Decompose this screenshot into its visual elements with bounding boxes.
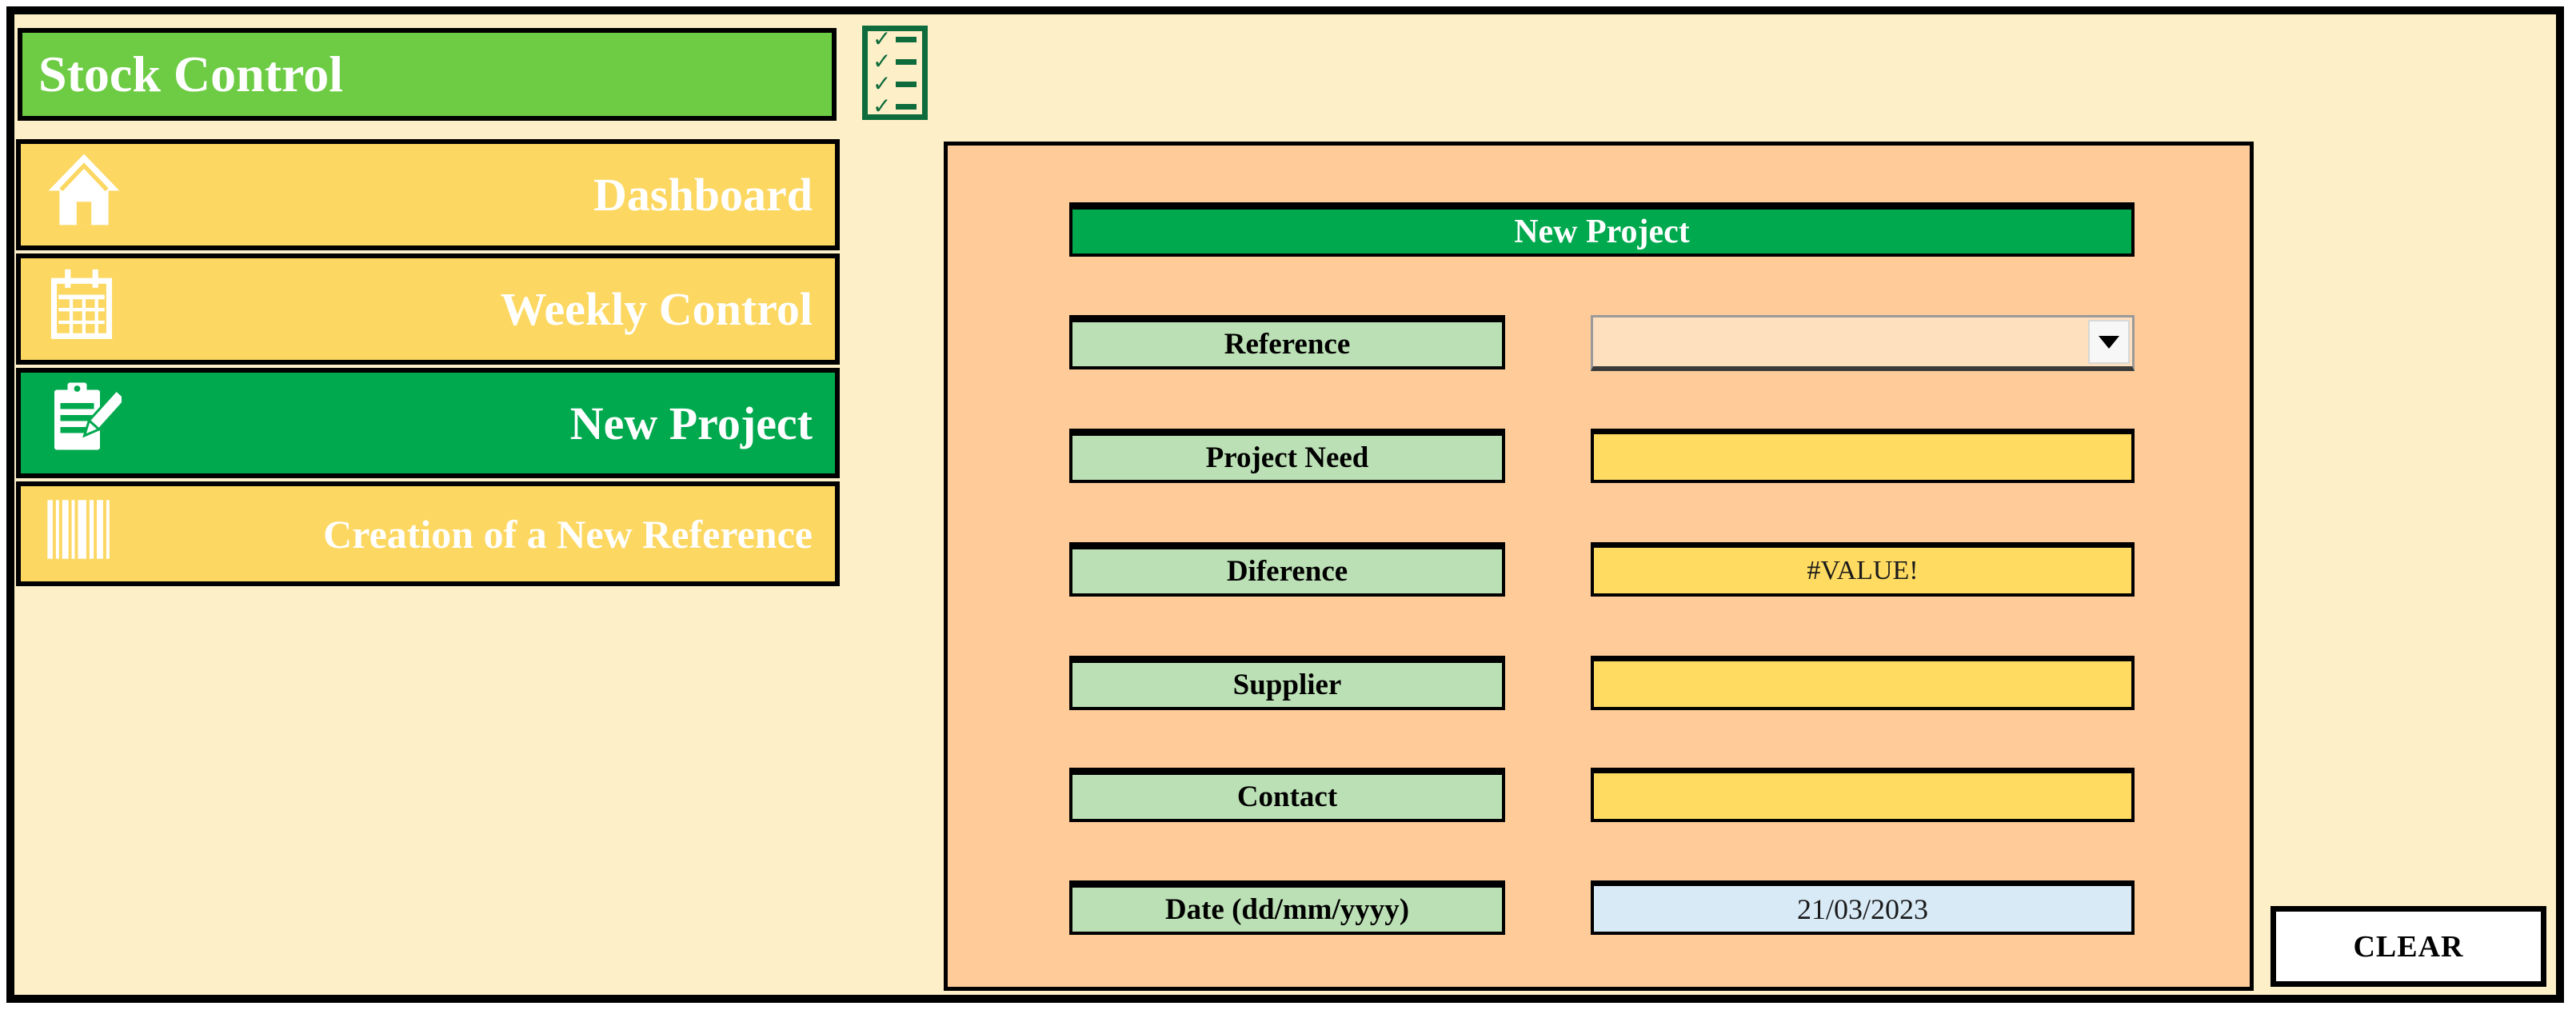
app-title: Stock Control bbox=[18, 28, 837, 121]
home-icon bbox=[45, 150, 123, 240]
reference-label: Reference bbox=[1069, 315, 1505, 369]
check-dash bbox=[896, 103, 917, 110]
check-glyph: ✓ bbox=[873, 48, 892, 74]
sidebar-item-new-project[interactable]: New Project bbox=[16, 368, 840, 478]
checklist-icon: ✓ ✓ ✓ ✓ bbox=[862, 26, 928, 120]
contact-input[interactable] bbox=[1591, 768, 2135, 822]
clipboard-edit-icon bbox=[45, 379, 128, 467]
date-input[interactable]: 21/03/2023 bbox=[1591, 880, 2135, 935]
diference-label: Diference bbox=[1069, 542, 1505, 597]
sidebar-item-label: Dashboard bbox=[593, 169, 813, 221]
supplier-input[interactable] bbox=[1591, 656, 2135, 710]
checklist-row: ✓ bbox=[873, 70, 917, 97]
contact-label: Contact bbox=[1069, 768, 1505, 822]
project-need-input[interactable] bbox=[1591, 429, 2135, 483]
sidebar-item-creation-new-reference[interactable]: Creation of a New Reference bbox=[16, 481, 840, 586]
check-dash bbox=[896, 81, 917, 87]
sidebar-item-label: New Project bbox=[569, 397, 813, 449]
project-need-label: Project Need bbox=[1069, 429, 1505, 483]
dropdown-button[interactable] bbox=[2088, 320, 2130, 364]
reference-dropdown[interactable] bbox=[1591, 315, 2135, 371]
checklist-row: ✓ bbox=[873, 26, 917, 52]
barcode-icon bbox=[45, 496, 122, 573]
check-glyph: ✓ bbox=[873, 70, 892, 97]
check-dash bbox=[896, 36, 917, 42]
check-dash bbox=[896, 58, 917, 65]
sidebar-item-label: Creation of a New Reference bbox=[323, 511, 813, 557]
check-glyph: ✓ bbox=[873, 26, 892, 52]
calendar-icon bbox=[45, 267, 118, 352]
sidebar-item-weekly-control[interactable]: Weekly Control bbox=[16, 254, 840, 365]
diference-value: #VALUE! bbox=[1591, 542, 2135, 597]
supplier-label: Supplier bbox=[1069, 656, 1505, 710]
chevron-down-icon bbox=[2099, 335, 2119, 349]
sidebar-item-dashboard[interactable]: Dashboard bbox=[16, 139, 840, 250]
check-glyph: ✓ bbox=[873, 93, 892, 119]
form-title: New Project bbox=[1069, 202, 2135, 257]
checklist-row: ✓ bbox=[873, 48, 917, 74]
clear-button[interactable]: CLEAR bbox=[2270, 906, 2546, 987]
date-label: Date (dd/mm/yyyy) bbox=[1069, 880, 1505, 935]
sidebar-item-label: Weekly Control bbox=[500, 283, 813, 335]
checklist-row: ✓ bbox=[873, 93, 917, 119]
